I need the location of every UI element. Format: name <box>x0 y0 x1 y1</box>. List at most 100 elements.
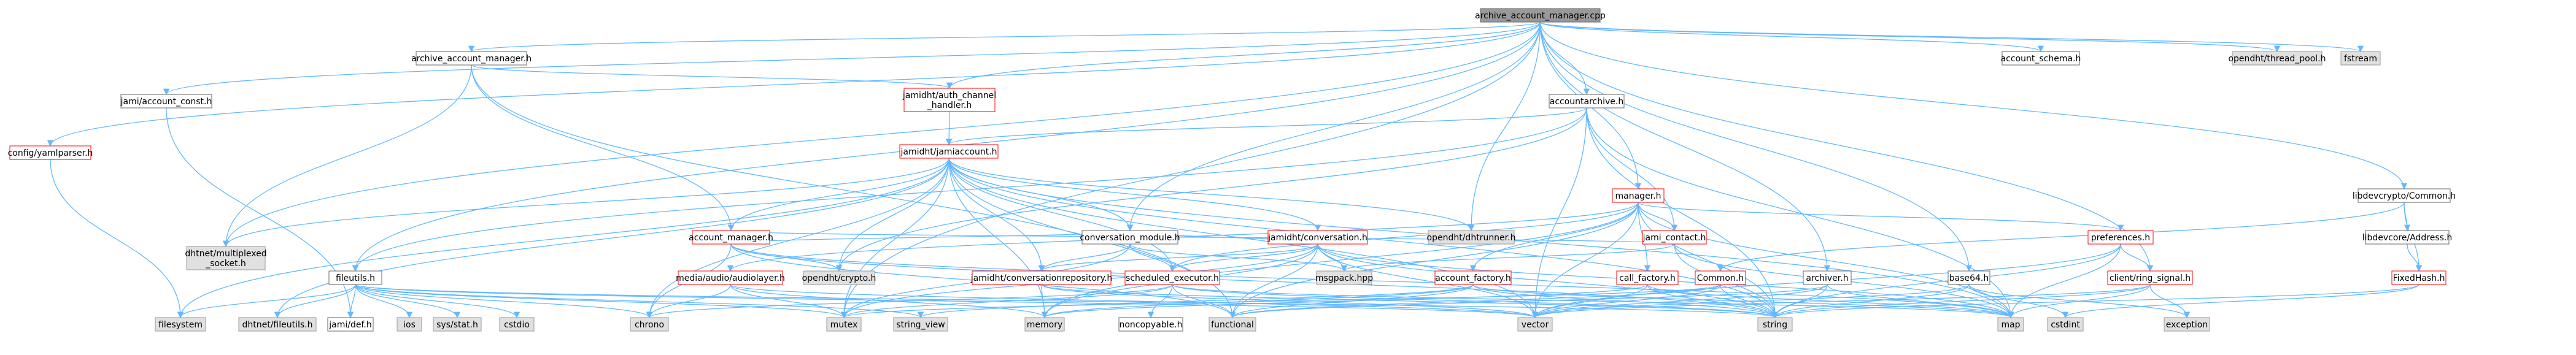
node-label: fileutils.h <box>336 273 375 283</box>
node-root[interactable]: archive_account_manager.cpp <box>1475 8 1606 23</box>
edge-scheduled_executor-to-chrono <box>646 284 1173 319</box>
node-map[interactable]: map <box>1997 317 2024 332</box>
edge-jamiaccount-to-account_manager <box>727 158 950 232</box>
node-fstream[interactable]: fstream <box>2340 51 2381 66</box>
node-box <box>678 270 783 285</box>
node-vector[interactable]: vector <box>1517 317 1553 332</box>
node-account_factory[interactable]: account_factory.h <box>1434 270 1512 285</box>
edge-manager-to-jami_contact <box>1638 202 1678 232</box>
node-manager[interactable]: manager.h <box>1612 188 1665 203</box>
node-call_factory[interactable]: call_factory.h <box>1616 270 1679 285</box>
edge-jamidht_conversation-to-scheduled_executor <box>1169 243 1318 272</box>
node-functional[interactable]: functional <box>1209 317 1256 332</box>
node-box <box>186 246 266 270</box>
node-conv_repository[interactable]: jamidht/conversationrepository.h <box>970 270 1113 285</box>
node-dhtnet_fileutils[interactable]: dhtnet/fileutils.h <box>238 317 317 332</box>
node-label: conversation_module.h <box>1080 233 1180 243</box>
edge-ring_signal-to-exception <box>2149 284 2191 319</box>
edge-fileutils-to-sys_stat <box>355 284 461 319</box>
node-label: jami/def.h <box>328 320 371 330</box>
edge-conv_repository-to-string <box>1041 284 1778 319</box>
node-jami_contact[interactable]: jami_contact.h <box>1642 230 1707 245</box>
node-box <box>893 317 948 332</box>
edge-jamiaccount-to-chrono <box>646 158 950 319</box>
node-archiver[interactable]: archiver.h <box>1803 270 1852 285</box>
node-accountarchive[interactable]: accountarchive.h <box>1549 94 1625 109</box>
edge-scheduled_executor-to-mutex <box>840 284 1173 319</box>
node-dhtnet_multiplexed[interactable]: dhtnet/multiplexed_socket.h <box>185 246 267 270</box>
node-preferences[interactable]: preferences.h <box>2087 230 2154 245</box>
edge-jami_contact-to-msgpack <box>1341 243 1675 272</box>
node-media_audiolayer[interactable]: media/audio/audiolayer.h <box>676 270 785 285</box>
node-filesystem[interactable]: filesystem <box>155 317 206 332</box>
edges-layer <box>47 21 2423 319</box>
node-label: opendht/crypto.h <box>802 273 876 283</box>
node-threadpool[interactable]: opendht/thread_pool.h <box>2228 51 2326 66</box>
node-label: base64.h <box>1949 273 1989 283</box>
node-label: scheduled_executor.h <box>1126 273 1219 283</box>
node-string[interactable]: string <box>1757 317 1793 332</box>
node-label: FixedHash.h <box>2393 273 2445 283</box>
edge-yamlparser-to-filesystem <box>50 159 184 319</box>
node-account_manager[interactable]: account_manager.h <box>689 230 773 245</box>
node-label: string <box>1763 320 1787 330</box>
edge-fileutils-to-chrono <box>355 284 653 319</box>
node-dhtrunner[interactable]: opendht/dhtrunner.h <box>1427 230 1516 245</box>
node-fixedhash[interactable]: FixedHash.h <box>2391 270 2446 285</box>
node-ring_signal[interactable]: client/ring_signal.h <box>2107 270 2193 285</box>
node-jami_const[interactable]: jami/account_const.h <box>120 94 212 109</box>
node-jamiaccount[interactable]: jamidht/jamiaccount.h <box>899 144 999 159</box>
edge-accountarchive-to-map <box>1586 107 2014 319</box>
node-memory[interactable]: memory <box>1024 317 1065 332</box>
node-box <box>1124 270 1220 285</box>
node-libdevcrypto[interactable]: libdevcrypto/Common.h <box>2353 188 2456 203</box>
node-sys_stat[interactable]: sys/stat.h <box>433 317 482 332</box>
node-jamidht_conversation[interactable]: jamidht/conversation.h <box>1267 230 1368 245</box>
node-cstdint[interactable]: cstdint <box>2047 317 2084 332</box>
edge-media_audiolayer-to-chrono <box>646 284 731 319</box>
node-libdevcore_address[interactable]: libdevcore/Address.h <box>2362 230 2453 245</box>
node-label: Common.h <box>1697 273 1744 283</box>
node-string_view[interactable]: string_view <box>893 317 948 332</box>
node-label: config/yamlparser.h <box>8 148 93 158</box>
node-aam_h[interactable]: archive_account_manager.h <box>411 51 532 66</box>
node-box <box>2365 230 2450 245</box>
edge-common_h-to-mutex <box>841 284 1721 319</box>
node-box <box>1118 317 1183 332</box>
edge-jami_const-to-jami_def <box>166 107 354 319</box>
edge-conversation_module-to-account_manager <box>728 230 1131 245</box>
node-label: filesystem <box>158 320 203 330</box>
edge-archiver-to-vector <box>1531 284 1828 319</box>
node-label: archive_account_manager.cpp <box>1475 11 1606 21</box>
edge-jamidht_conversation-to-conv_repository <box>1038 243 1318 272</box>
node-noncopyable[interactable]: noncopyable.h <box>1118 317 1183 332</box>
edge-root-to-accountarchive <box>1539 21 1590 96</box>
node-chrono[interactable]: chrono <box>630 317 669 332</box>
node-box <box>826 317 862 332</box>
edge-conversation_module-to-conv_repository <box>1038 243 1131 272</box>
edge-root-to-fstream <box>1539 21 2364 53</box>
node-yamlparser[interactable]: config/yamlparser.h <box>8 145 93 160</box>
edge-aam_h-to-functional <box>471 64 1236 319</box>
node-fileutils[interactable]: fileutils.h <box>328 270 382 285</box>
node-authchannel[interactable]: jamidht/auth_channel_handler.h <box>902 88 996 112</box>
node-conversation_module[interactable]: conversation_module.h <box>1080 230 1180 245</box>
node-mutex[interactable]: mutex <box>826 317 862 332</box>
node-box <box>396 317 422 332</box>
node-box <box>1081 230 1178 245</box>
node-box <box>9 145 91 160</box>
node-label: exception <box>2166 320 2208 330</box>
node-scheduled_executor[interactable]: scheduled_executor.h <box>1124 270 1220 285</box>
node-account_schema[interactable]: account_schema.h <box>2001 51 2081 66</box>
node-cstdio[interactable]: cstdio <box>499 317 535 332</box>
node-jami_def[interactable]: jami/def.h <box>327 317 374 332</box>
node-msgpack[interactable]: msgpack.hpp <box>1315 270 1373 285</box>
node-base64[interactable]: base64.h <box>1947 270 1990 285</box>
node-common_h[interactable]: Common.h <box>1695 270 1746 285</box>
node-exception[interactable]: exception <box>2164 317 2210 332</box>
edge-common_h-to-vector <box>1531 284 1721 319</box>
node-opendht_crypto[interactable]: opendht/crypto.h <box>802 270 876 285</box>
node-ios[interactable]: ios <box>396 317 422 332</box>
edge-conversation_module-to-msgpack <box>1129 243 1348 272</box>
node-box <box>1757 317 1793 332</box>
